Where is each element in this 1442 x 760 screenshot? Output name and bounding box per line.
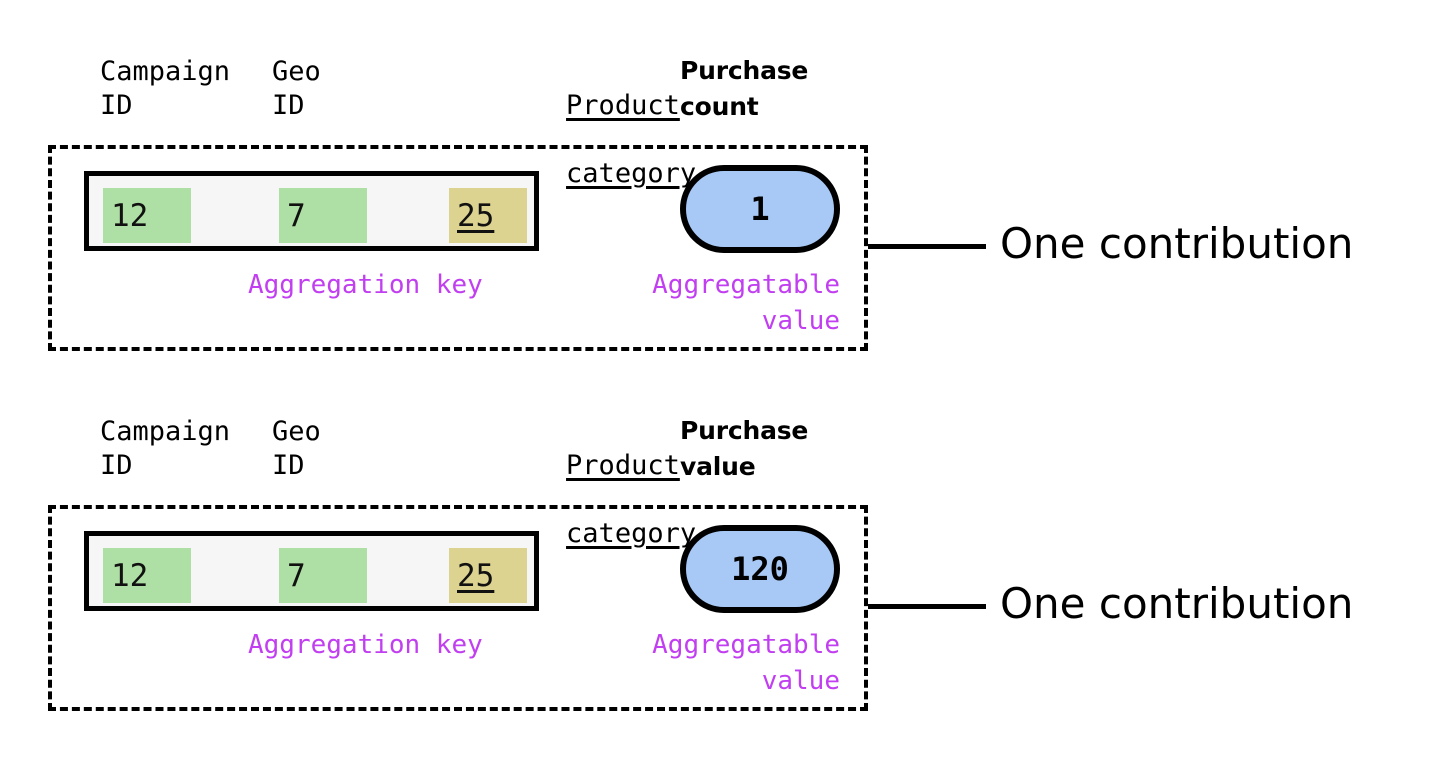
caption-aggregation-key-count: Aggregation key: [248, 270, 483, 300]
aggregatable-value-pill-count: 1: [680, 165, 840, 253]
aggregatable-value-pill-value: 120: [680, 525, 840, 613]
header-product-line1: Product: [566, 90, 680, 121]
key-cell-campaign-id: 12: [103, 548, 191, 603]
caption-aggregatable-value-value: Aggregatable value: [652, 630, 840, 696]
header-purchase-count: Purchase count: [680, 56, 809, 121]
header-product-line2: category: [566, 518, 697, 549]
header-campaign-id: Campaign ID: [100, 56, 231, 121]
key-cell-geo-id: 7: [279, 548, 367, 603]
header-campaign-id: Campaign ID: [100, 416, 231, 481]
column-headers-count: Campaign ID Geo ID Product category Purc…: [0, 55, 900, 189]
key-cell-product-category: 25: [449, 548, 527, 603]
key-cell-product-category: 25: [449, 188, 527, 243]
column-headers-value: Campaign ID Geo ID Product category Purc…: [0, 415, 900, 549]
header-product-category: Product category: [436, 55, 696, 225]
contribution-boundary-value: 12 7 25 120 Aggregation key Aggregatable…: [48, 505, 868, 711]
callout-label-count: One contribution: [1000, 219, 1354, 268]
header-product-category: Product category: [436, 415, 696, 585]
contribution-boundary-count: 12 7 25 1 Aggregation key Aggregatable v…: [48, 145, 868, 351]
key-cell-campaign-id: 12: [103, 188, 191, 243]
aggregation-key-row-value: 12 7 25: [84, 531, 539, 611]
header-product-line1: Product: [566, 450, 680, 481]
header-product-line2: category: [566, 158, 697, 189]
callout-label-value: One contribution: [1000, 579, 1354, 628]
header-geo-id: Geo ID: [272, 56, 321, 121]
caption-aggregatable-value-count: Aggregatable value: [652, 270, 840, 336]
callout-connector-count: [868, 244, 986, 249]
header-purchase-value: Purchase value: [680, 416, 809, 481]
aggregation-key-row-count: 12 7 25: [84, 171, 539, 251]
caption-aggregation-key-value: Aggregation key: [248, 630, 483, 660]
header-geo-id: Geo ID: [272, 416, 321, 481]
callout-connector-value: [868, 604, 986, 609]
key-cell-geo-id: 7: [279, 188, 367, 243]
